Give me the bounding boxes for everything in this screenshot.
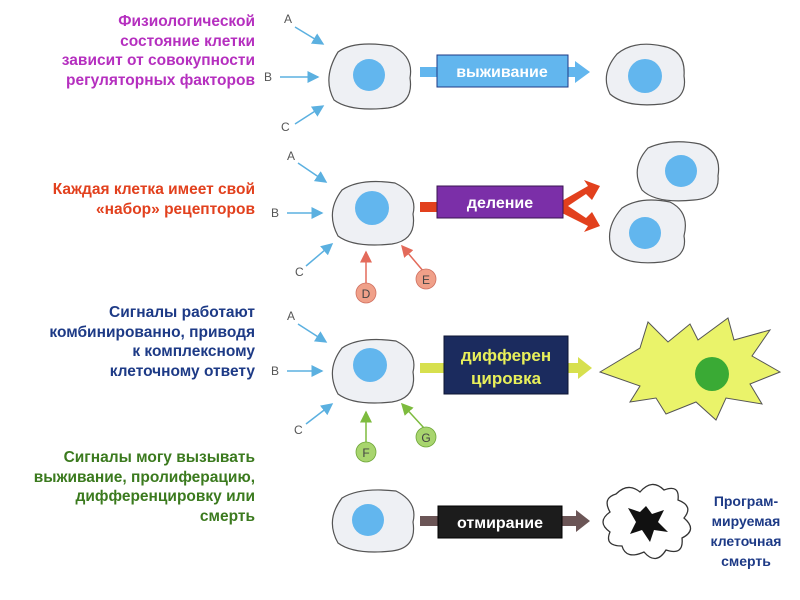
text-combined-signals: Сигналы работают комбинированно, приводя… (49, 304, 255, 380)
nucleus (353, 348, 387, 382)
signal-label-a: A (287, 149, 295, 163)
signal-d-bubble (355, 282, 377, 304)
signal-label-c: C (294, 423, 303, 437)
nucleus (355, 191, 389, 225)
differentiation-label-line2: цировка (471, 369, 542, 388)
signal-label-a: A (284, 12, 292, 26)
nucleus (665, 155, 697, 187)
signal-label-c: C (295, 265, 304, 279)
nucleus (628, 59, 662, 93)
signal-arrow-a (297, 323, 328, 343)
signal-label-a: A (287, 309, 295, 323)
signal-label-b: B (271, 206, 279, 220)
fragmented-nucleus (628, 506, 668, 542)
signal-arrow-c (305, 243, 334, 267)
differentiated-cell (598, 317, 782, 421)
signal-f-bubble (355, 441, 377, 463)
text-physiological-state: Физиологической состояние клетки зависит… (61, 13, 255, 89)
text-signal-effects: Сигналы могу вызывать выживание, пролифе… (33, 449, 255, 525)
signal-label-f: F (362, 446, 369, 460)
signal-arrow-c (305, 403, 334, 425)
signal-label-b: B (264, 70, 272, 84)
signal-arrow-e (401, 244, 425, 273)
division-box (436, 185, 564, 219)
signal-arrow-g (400, 402, 425, 429)
differentiation-box (443, 335, 569, 395)
signal-label-g: G (421, 431, 430, 445)
row-survival: A B C выживание (264, 12, 686, 134)
death-label: отмирание (457, 515, 543, 532)
signal-label-b: B (271, 364, 279, 378)
row-death: отмирание (331, 483, 692, 560)
programmed-death-note: Програм-мируемая клеточная смерть (710, 493, 782, 569)
signal-label-c: C (281, 120, 290, 134)
text-receptor-set: Каждая клетка имеет свой «набор» рецепто… (52, 181, 255, 218)
signal-e-bubble (415, 268, 437, 290)
differentiation-label-line1: дифферен (461, 346, 551, 365)
signal-g-bubble (415, 426, 437, 448)
nucleus (629, 217, 661, 249)
division-label: деление (467, 195, 533, 212)
row-division: A B C D E деление (271, 141, 720, 304)
signal-label-e: E (422, 273, 430, 287)
death-box (437, 505, 563, 539)
survival-label: выживание (456, 64, 548, 81)
row-differentiation: A B C F G дифферен цировка (271, 309, 782, 463)
nucleus (352, 504, 384, 536)
differentiated-nucleus (695, 357, 729, 391)
signal-label-d: D (362, 287, 371, 301)
signal-arrow-a (297, 162, 328, 183)
signal-arrow-a (294, 26, 325, 45)
signal-arrow-c (294, 105, 325, 125)
nucleus (353, 59, 385, 91)
survival-box (436, 54, 569, 88)
